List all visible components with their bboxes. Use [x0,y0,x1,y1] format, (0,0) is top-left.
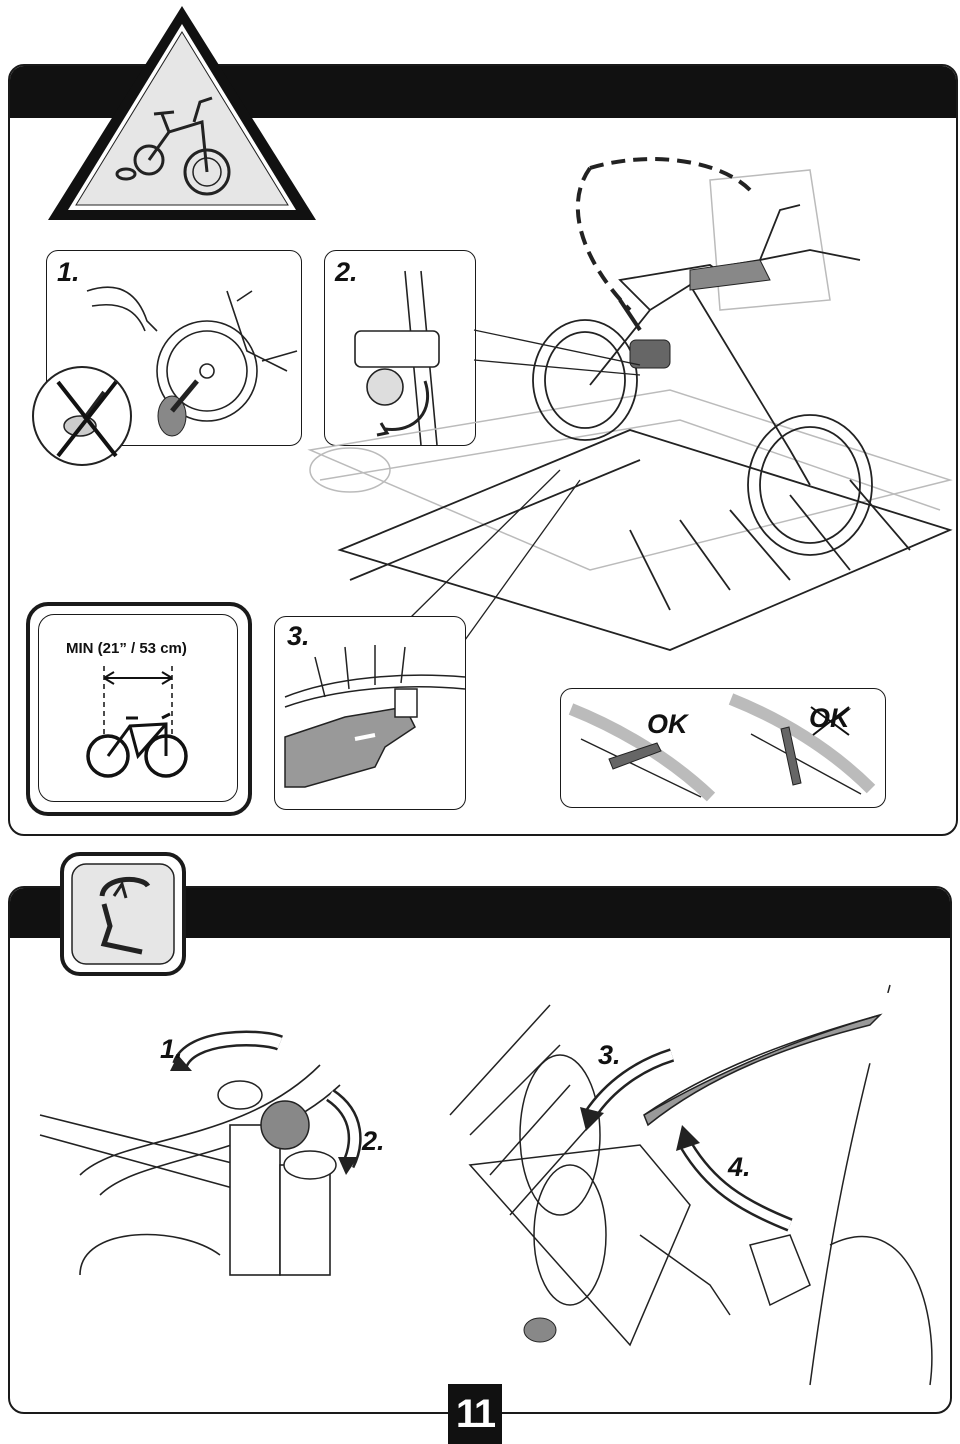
tilt-icon-card [60,852,186,976]
step-3-label: 3. [287,621,310,651]
min-gap-card: MIN (21” / 53 cm) [26,602,252,816]
strap-ok-label: OK [647,709,688,739]
step-2-card: 2. [324,250,476,446]
strap-correct-illustration [568,693,876,802]
tilted-rack-car-illustration [449,984,950,1386]
bike-on-rack-illustration [307,157,953,651]
bottom-step-4-label: 4. [728,1152,751,1182]
tilt-knob-illustration [39,1030,362,1276]
bottom-panel [8,886,952,1414]
strap-tighten-illustration [284,645,465,788]
page-number: 11 [448,1384,502,1444]
step-2-label: 2. [335,257,358,287]
bottom-step-2-label: 2. [362,1126,385,1156]
bike-gap-illustration [86,666,188,778]
step-1-label: 1. [57,257,80,287]
no-training-wheels-icon [32,366,132,466]
bottom-step-1-label: 1. [160,1034,183,1064]
warning-triangle-icon [48,6,316,220]
step-3-card: 3. [274,616,466,810]
strap-not-ok-label: OK [809,703,850,733]
min-gap-inner [38,614,238,802]
tilt-rack-icon [71,863,175,965]
strike-through-x-icon [810,706,850,736]
training-wheel-removal-illustration [86,286,298,437]
callout-lines [409,329,641,641]
seat-clamp-illustration [354,270,440,445]
min-gap-label: MIN (21” / 53 cm) [66,640,187,657]
bottom-step-3-label: 3. [598,1040,621,1070]
strap-check-card: OK OK [560,688,886,808]
